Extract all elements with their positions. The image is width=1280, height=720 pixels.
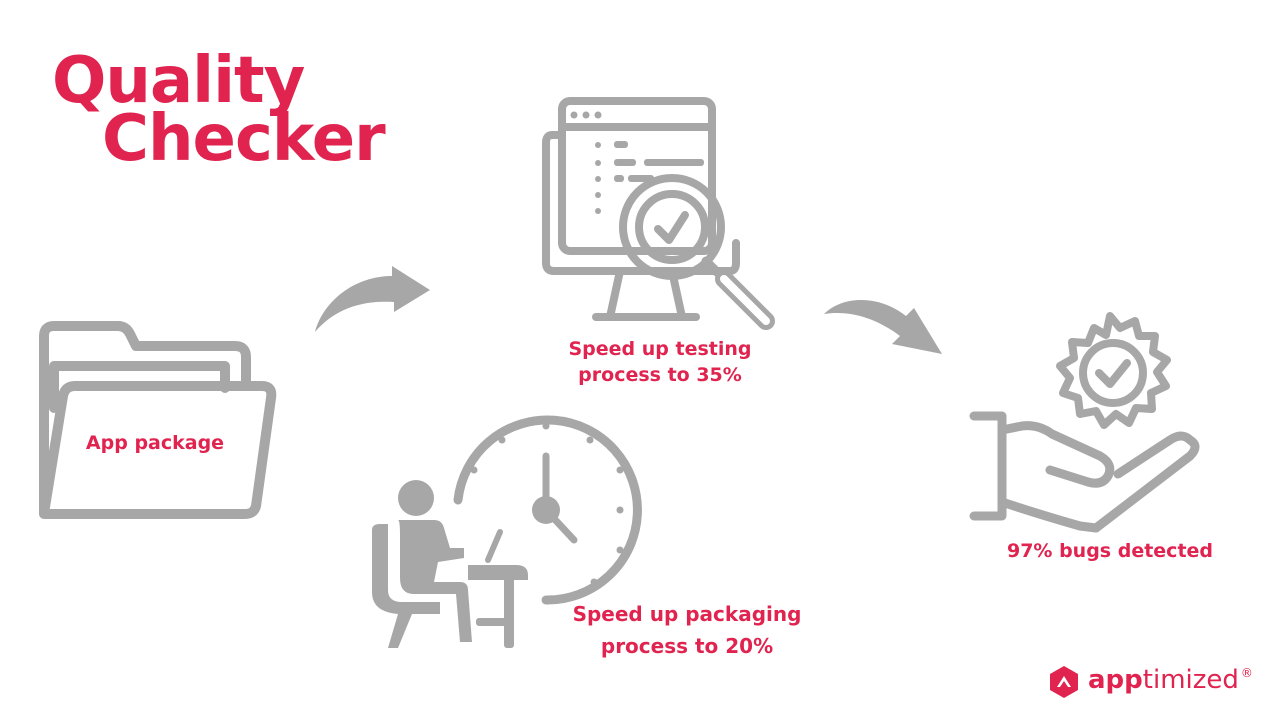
badge-check-icon (1056, 312, 1171, 429)
curved-arrow-icon (315, 266, 430, 332)
brand-bold: app (1088, 665, 1143, 695)
packaging-line-2: process to 20% (600, 634, 774, 658)
bugs-detected-text: 97% bugs detected (1006, 540, 1214, 562)
bugs-detected-label: 97% bugs detected (990, 540, 1230, 562)
app-package-label: App package (60, 432, 250, 454)
curved-arrow-icon (824, 300, 942, 354)
person-at-desk-icon (372, 480, 528, 648)
brand-logo: apptimized® (1048, 663, 1268, 703)
app-package-text: App package (85, 432, 225, 454)
title-line-1: Quality (52, 44, 305, 118)
clock-icon (453, 415, 642, 605)
testing-line-2: process to 35% (578, 364, 742, 386)
testing-label: Speed up testing process to 35% (545, 336, 775, 388)
packaging-label: Speed up packaging process to 20% (552, 598, 822, 662)
brand-wordmark: apptimized® (1088, 665, 1253, 695)
folder-icon (39, 321, 277, 519)
page-title: Quality Checker (52, 44, 386, 176)
brand-registered-mark: ® (1240, 666, 1253, 680)
testing-line-1: Speed up testing (568, 338, 752, 360)
open-hand-icon (969, 411, 1200, 533)
apptimized-logo-icon (1050, 666, 1078, 698)
brand-rest: timized (1142, 665, 1239, 695)
packaging-line-1: Speed up packaging (572, 602, 802, 626)
monitor-magnifier-check-icon (542, 97, 775, 330)
title-line-2: Checker (102, 102, 386, 176)
